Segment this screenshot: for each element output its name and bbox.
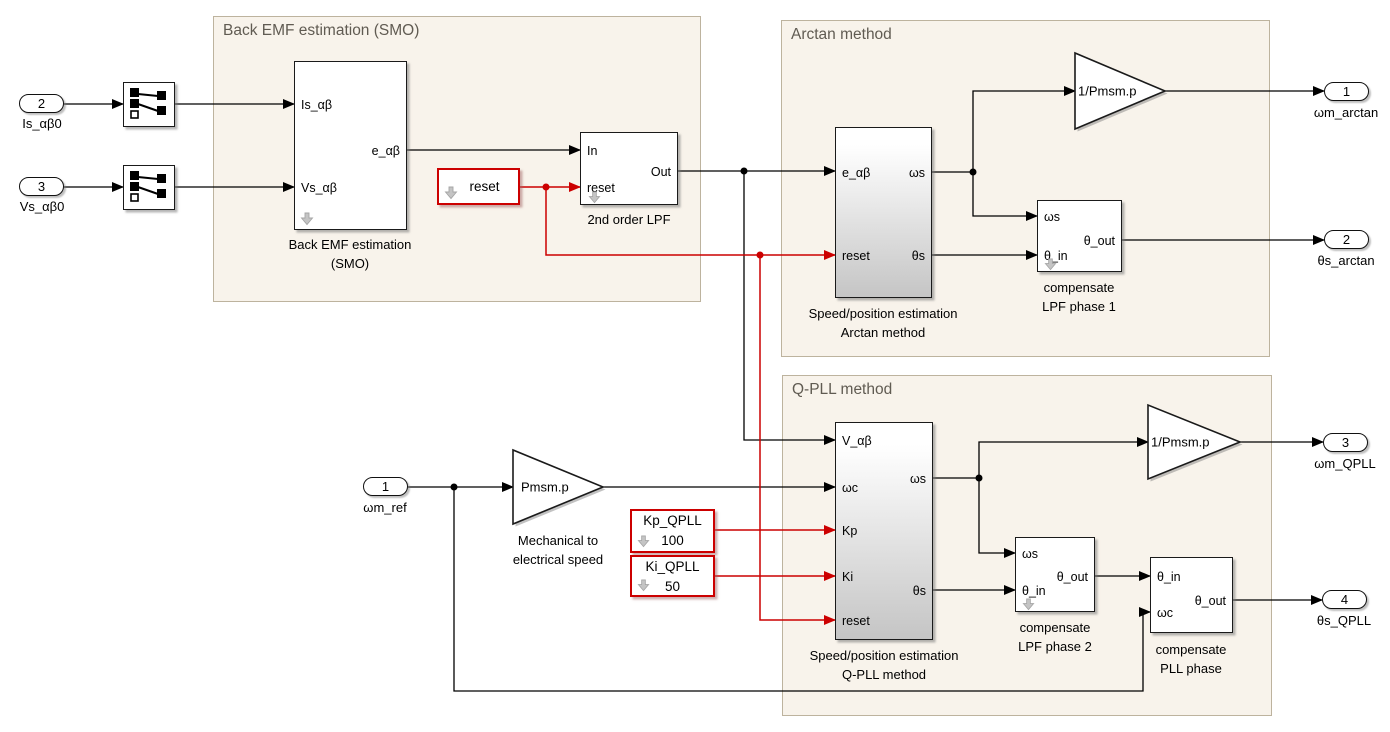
outport-3[interactable]: 3 — [1323, 433, 1368, 452]
gain-label: 1/Pmsm.p — [1078, 84, 1137, 99]
tag-ki-value: 50 — [664, 579, 681, 594]
port-label-e-ab: e_αβ — [842, 166, 871, 180]
tag-reset[interactable]: reset — [437, 168, 520, 205]
inport-2[interactable]: 2 — [19, 94, 64, 113]
port-label-wc: ωc — [1157, 606, 1174, 620]
outport-2-number: 2 — [1342, 232, 1351, 247]
block-compensate-pll-phase[interactable]: θ_in ωc θ_out — [1150, 557, 1233, 633]
outport-1-number: 1 — [1342, 84, 1351, 99]
wire-lpf-out-qpll-vab[interactable] — [743, 171, 836, 445]
port-label-th-out: θ_out — [1083, 234, 1115, 248]
port-label-wc: ωc — [842, 481, 859, 495]
port-label-reset: reset — [587, 181, 615, 195]
port-label-e-ab: e_αβ — [371, 144, 400, 158]
selector-icon — [130, 88, 166, 119]
port-label-in: In — [587, 144, 598, 158]
gain-inv-pmsm-qpll[interactable]: 1/Pmsm.p — [1147, 403, 1243, 482]
selector-icon — [130, 171, 166, 202]
block-label-lpf: 2nd order LPF — [587, 212, 671, 227]
outport-1-label: ωm_arctan — [1313, 105, 1379, 120]
inport-3-label: Vs_αβ0 — [19, 199, 65, 214]
selector-block-1[interactable] — [123, 82, 175, 127]
inport-3-number: 3 — [37, 179, 46, 194]
variant-arrow-icon — [637, 579, 650, 592]
gain-mech-to-elec[interactable]: Pmsm.p — [512, 448, 606, 527]
tag-kp-qpll[interactable]: Kp_QPLL 100 — [630, 509, 715, 553]
port-label-ths: θs — [911, 249, 925, 263]
port-label-th-in: θ_in — [1157, 570, 1181, 584]
inport-2-label: Is_αβ0 — [22, 116, 62, 131]
outport-3-label: ωm_QPLL — [1314, 456, 1376, 471]
inport-1-number: 1 — [381, 479, 390, 494]
inport-1-label: ωm_ref — [363, 500, 407, 515]
variant-arrow-icon — [300, 212, 314, 226]
inport-2-number: 2 — [37, 96, 46, 111]
port-label-ki: Ki — [842, 570, 854, 584]
port-label-is-ab: Is_αβ — [301, 98, 333, 112]
gain-label: 1/Pmsm.p — [1151, 435, 1210, 450]
outport-1[interactable]: 1 — [1324, 82, 1369, 101]
wire-qpll-ws-complpf2[interactable] — [978, 478, 1016, 558]
gain-label: Pmsm.p — [521, 480, 569, 495]
variant-arrow-icon — [1022, 598, 1035, 611]
wire-arctan-ws-complpf1[interactable] — [972, 172, 1038, 221]
selector-block-2[interactable] — [123, 165, 175, 210]
port-label-ws: ωs — [1022, 547, 1039, 561]
port-label-th-out: θ_out — [1056, 570, 1088, 584]
port-label-ths: θs — [912, 584, 926, 598]
port-label-kp: Kp — [842, 524, 858, 538]
wire-qpll-ws-gain[interactable] — [978, 437, 1149, 478]
port-label-vs-ab: Vs_αβ — [301, 181, 337, 195]
outport-2[interactable]: 2 — [1324, 230, 1369, 249]
block-compensate-lpf-phase2[interactable]: ωs θ_in θ_out — [1015, 537, 1095, 612]
area-label-qpll: Q-PLL method — [792, 381, 893, 398]
variant-arrow-icon — [1044, 258, 1057, 271]
block-label-back-emf: Back EMF estimation(SMO) — [288, 237, 412, 271]
gain-inv-pmsm-arctan[interactable]: 1/Pmsm.p — [1074, 51, 1168, 132]
port-label-out: Out — [650, 165, 671, 179]
wire-arctan-ws-gain[interactable] — [972, 86, 1076, 172]
outport-2-label: θs_arctan — [1317, 253, 1375, 268]
tag-ki-name: Ki_QPLL — [645, 559, 700, 574]
tag-reset-label: reset — [469, 179, 500, 194]
tag-kp-value: 100 — [661, 533, 684, 548]
block-qpll-estimation[interactable]: V_αβ ωc Kp Ki reset ωs θs — [835, 422, 933, 640]
wire-reset-arctan[interactable] — [545, 187, 836, 260]
port-label-reset: reset — [842, 614, 870, 628]
area-label-back-emf: Back EMF estimation (SMO) — [223, 22, 420, 39]
port-label-v-ab: V_αβ — [842, 434, 872, 448]
block-compensate-lpf-phase1[interactable]: ωs θ_in θ_out — [1037, 200, 1122, 272]
block-back-emf-estimation[interactable]: Is_αβ Vs_αβ e_αβ — [294, 61, 407, 230]
port-label-ws: ωs — [908, 166, 925, 180]
port-label-th-in: θ_in — [1022, 584, 1046, 598]
inport-3[interactable]: 3 — [19, 177, 64, 196]
port-label-reset: reset — [842, 249, 870, 263]
port-label-ws: ωs — [1044, 210, 1061, 224]
outport-4-number: 4 — [1340, 592, 1349, 607]
wire-reset-qpll[interactable] — [759, 255, 836, 625]
variant-arrow-icon — [588, 191, 601, 204]
wire-junctions — [450, 167, 983, 491]
tag-ki-qpll[interactable]: Ki_QPLL 50 — [630, 555, 715, 597]
variant-arrow-icon — [444, 186, 458, 200]
tag-kp-name: Kp_QPLL — [643, 513, 702, 528]
wire-wmref-comppll-wc[interactable] — [453, 487, 1151, 692]
block-arctan-estimation[interactable]: e_αβ reset ωs θs — [835, 127, 932, 298]
outport-4[interactable]: 4 — [1322, 590, 1367, 609]
port-label-ws: ωs — [909, 472, 926, 486]
variant-arrow-icon — [637, 535, 650, 548]
outport-4-label: θs_QPLL — [1316, 613, 1372, 628]
port-label-th-out: θ_out — [1194, 594, 1226, 608]
area-label-arctan: Arctan method — [791, 26, 892, 43]
inport-1[interactable]: 1 — [363, 477, 408, 496]
outport-3-number: 3 — [1341, 435, 1350, 450]
block-2nd-order-lpf[interactable]: In reset Out — [580, 132, 678, 205]
